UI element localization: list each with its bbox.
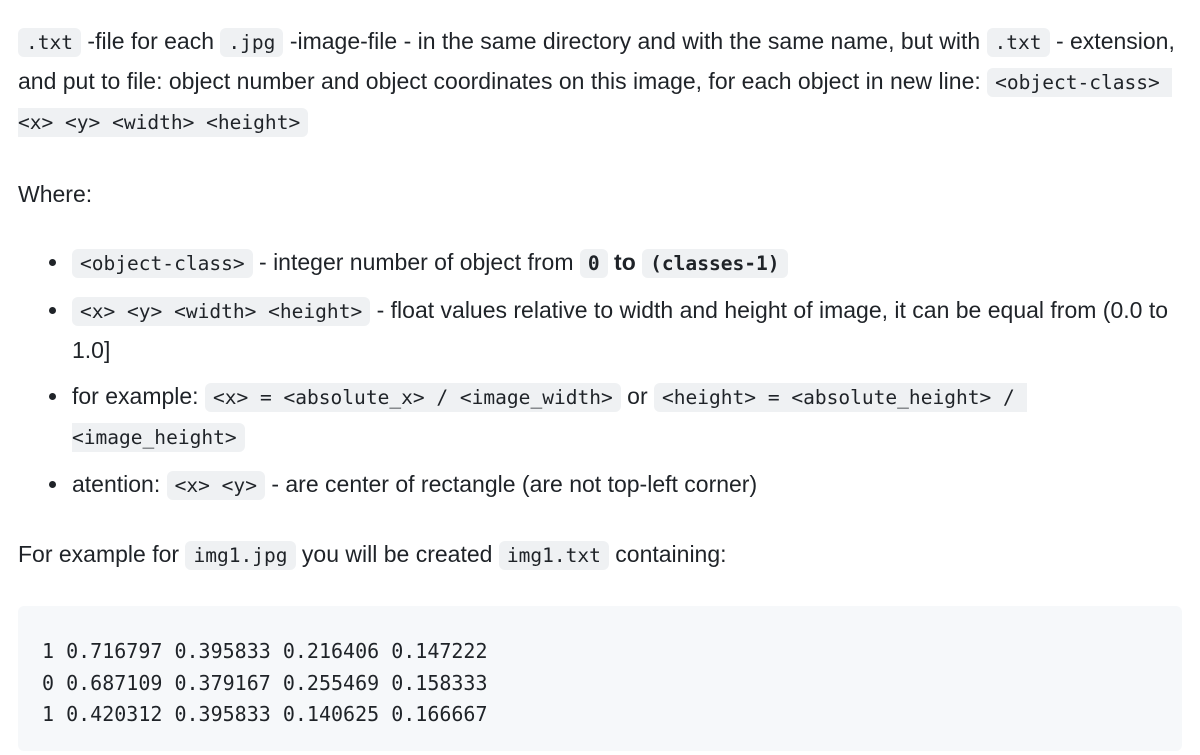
inline-code-chip: .txt <box>18 28 82 57</box>
format-spec-list: <object-class> - integer number of objec… <box>18 243 1182 505</box>
list-item-attention: atention: <x> <y> - are center of rectan… <box>70 465 1182 505</box>
inline-code-chip: <object-class> <x> <y> <width> <height> <box>18 68 1172 137</box>
inline-code-chip: <x> = <absolute_x> / <image_width> <box>204 383 621 412</box>
inline-code-chip: img1.txt <box>498 541 609 570</box>
list-item-float-values: <x> <y> <width> <height> - float values … <box>70 291 1182 369</box>
inline-code-chip: img1.jpg <box>185 541 296 570</box>
inline-code-chip: <x> <y> <width> <height> <box>72 297 371 326</box>
code-block: 1 0.716797 0.395833 0.216406 0.147222 0 … <box>18 606 1182 751</box>
list-item-for-example: for example: <x> = <absolute_x> / <image… <box>70 377 1182 457</box>
inline-code-chip: .jpg <box>220 28 284 57</box>
inline-code-chip: <object-class> <box>72 249 253 278</box>
inline-code-chip: 0 <box>579 249 608 278</box>
inline-code-chip: (classes-1) <box>642 249 788 278</box>
intro-paragraph: .txt -file for each .jpg -image-file - i… <box>18 22 1182 142</box>
readme-content: .txt -file for each .jpg -image-file - i… <box>0 22 1200 751</box>
code-line: 1 0.420312 0.395833 0.140625 0.166667 <box>42 702 488 726</box>
list-item-object-class: <object-class> - integer number of objec… <box>70 243 1182 283</box>
example-paragraph: For example for img1.jpg you will be cre… <box>18 535 1182 575</box>
where-label: Where: <box>18 181 93 207</box>
bold-text: to <box>607 249 643 275</box>
code-line: 1 0.716797 0.395833 0.216406 0.147222 <box>42 639 488 663</box>
inline-code-chip: .txt <box>986 28 1050 57</box>
inline-code-chip: <x> <y> <box>166 471 265 500</box>
code-line: 0 0.687109 0.379167 0.255469 0.158333 <box>42 670 488 695</box>
